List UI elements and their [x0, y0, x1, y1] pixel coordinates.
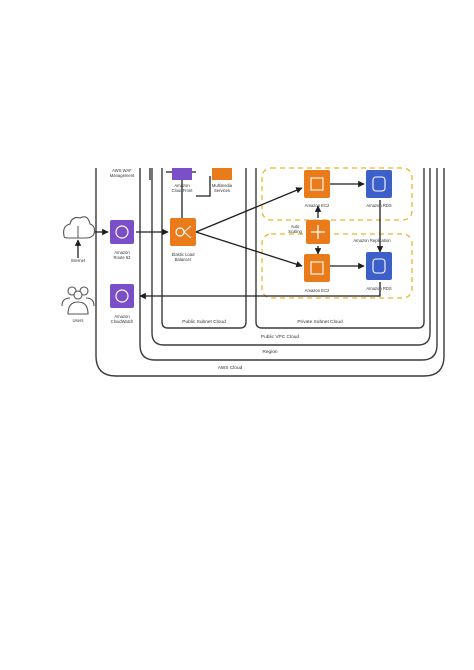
svg-text:Amazon: Amazon: [114, 314, 130, 319]
ec2-top-node[interactable]: Amazon EC2: [304, 170, 330, 208]
internet-label: Internet: [71, 258, 86, 263]
svg-text:Auto: Auto: [291, 224, 300, 229]
private-subnet-label: Private Subnet Cloud: [297, 319, 343, 325]
cloudwatch-node[interactable]: Amazon CloudWatch: [110, 284, 134, 324]
vpc-container: Public VPC Cloud: [151, 168, 431, 346]
rds-bottom-node[interactable]: Amazon RDS: [366, 252, 392, 291]
svg-text:Amazon: Amazon: [114, 250, 130, 255]
users-icon: [61, 286, 95, 315]
cloudfront-node[interactable]: Amazon CloudFront: [172, 168, 194, 193]
multimedia-node[interactable]: Multimedia Services: [212, 168, 233, 193]
elb-icon: [170, 218, 196, 246]
elb-node[interactable]: Elastic Load Balancer: [170, 218, 196, 262]
route53-icon: [110, 220, 134, 244]
availability-zone-top: [261, 167, 413, 221]
svg-text:Scaling: Scaling: [288, 229, 302, 234]
svg-text:Route 53: Route 53: [114, 255, 132, 260]
aws-cloud-label: AWS Cloud: [218, 365, 243, 371]
svg-text:CloudFront: CloudFront: [172, 188, 194, 193]
public-subnet-container: Public Subnet Cloud: [161, 168, 247, 329]
connectors: [74, 168, 384, 300]
cloud-icon: [63, 216, 96, 239]
region-label: Region: [262, 349, 278, 355]
ec2-bottom-node[interactable]: Amazon EC2: [304, 254, 330, 293]
internet-node[interactable]: Internet: [63, 216, 96, 263]
users-label: Users: [73, 318, 84, 323]
svg-text:CloudWatch: CloudWatch: [111, 319, 134, 324]
rds-top-node[interactable]: Amazon RDS: [366, 170, 392, 208]
private-subnet-container: Private Subnet Cloud: [255, 168, 425, 329]
aws-cloud-container: AWS Cloud: [95, 168, 445, 377]
cloudfront-icon: [172, 168, 192, 180]
svg-text:Amazon RDS: Amazon RDS: [366, 286, 392, 291]
route53-node[interactable]: Amazon Route 53: [110, 220, 134, 260]
svg-text:Balancer: Balancer: [175, 257, 192, 262]
svg-text:Amazon RDS: Amazon RDS: [366, 203, 392, 208]
region-container: Region: [139, 168, 438, 361]
svg-text:Amazon: Amazon: [174, 183, 190, 188]
rds-replication-label: Amazon Replication: [353, 238, 391, 243]
ec2-icon: [304, 170, 330, 198]
svg-text:AWS WAF: AWS WAF: [112, 168, 132, 173]
availability-zone-bottom: [261, 233, 413, 299]
svg-text:Amazon EC2: Amazon EC2: [305, 288, 330, 293]
top-cut-label: AWS WAF Management: [110, 168, 135, 178]
rds-icon: [366, 170, 392, 198]
public-subnet-label: Public Subnet Cloud: [182, 319, 226, 325]
svg-text:Multimedia: Multimedia: [212, 183, 233, 188]
svg-text:Management: Management: [110, 173, 135, 178]
svg-text:Amazon EC2: Amazon EC2: [305, 203, 330, 208]
ec2-icon: [304, 254, 330, 282]
svg-text:Services: Services: [214, 188, 230, 193]
rds-icon: [366, 252, 392, 280]
vpc-label: Public VPC Cloud: [261, 334, 299, 340]
autoscaling-node[interactable]: Auto Scaling: [288, 220, 330, 244]
multimedia-icon: [212, 168, 232, 180]
users-node[interactable]: Users: [61, 286, 95, 323]
svg-text:Elastic Load: Elastic Load: [172, 252, 195, 257]
cloudwatch-icon: [110, 284, 134, 308]
